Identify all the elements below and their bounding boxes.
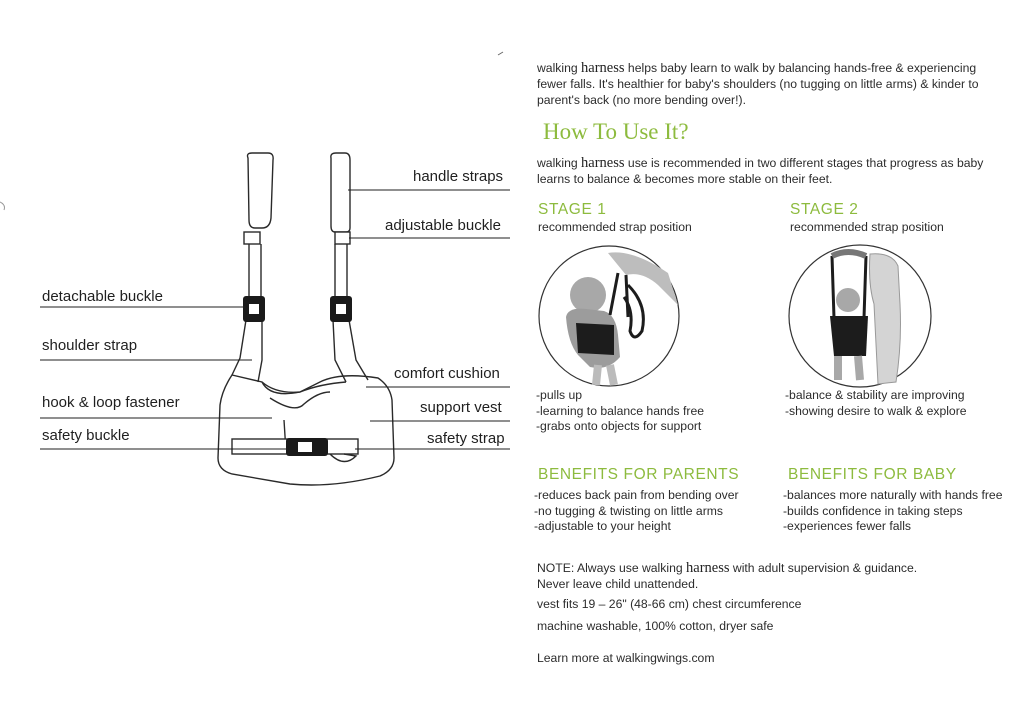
stage2-bullet: -showing desire to walk & explore xyxy=(785,403,967,418)
stage2-title: STAGE 2 xyxy=(790,201,859,218)
note-rest: with adult supervision & guidance. xyxy=(729,561,918,575)
stage1-subtitle: recommended strap position xyxy=(538,220,692,234)
label-safety-strap: safety strap xyxy=(427,430,505,447)
note-prefix: NOTE: Always use walking xyxy=(537,561,687,575)
stage1-illustration xyxy=(538,245,680,387)
benefits-parents-bullets: -reduces back pain from bending over -no… xyxy=(534,488,739,535)
right-shoulder-strap xyxy=(332,319,369,383)
benefits-parents-bullet: -reduces back pain from bending over xyxy=(534,488,739,502)
stage1-bullet: -learning to balance hands free xyxy=(536,403,705,418)
note-brand-word: harness xyxy=(686,560,730,576)
stage2-bullet: -balance & stability are improving xyxy=(785,388,965,402)
stage1-title: STAGE 1 xyxy=(538,201,607,218)
stage1-bullet: -pulls up xyxy=(536,388,583,402)
spec-care: machine washable, 100% cotton, dryer saf… xyxy=(537,619,774,633)
stage1-bullet: -grabs onto objects for support xyxy=(536,419,702,433)
benefits-parents-bullet: -adjustable to your height xyxy=(534,519,671,533)
detachable-buckles xyxy=(243,296,352,456)
intro-line3: parent's back (no more bending over!). xyxy=(537,93,746,107)
intro-paragraph: walking harness helps baby learn to walk… xyxy=(537,60,1007,108)
label-detachable-buckle: detachable buckle xyxy=(42,288,163,305)
intro-brand-prefix: walking xyxy=(537,61,578,75)
left-handle-strap xyxy=(246,152,274,229)
how-to-paragraph: walking harness use is recommended in tw… xyxy=(537,155,1007,187)
benefits-baby-bullet: -experiences fewer falls xyxy=(783,519,912,533)
benefits-baby-title: BENEFITS FOR BABY xyxy=(788,466,957,483)
label-comfort-cushion: comfort cushion xyxy=(394,365,500,382)
stage2-bullets: -balance & stability are improving -show… xyxy=(785,388,967,419)
label-hook-loop-fastener: hook & loop fastener xyxy=(42,394,180,411)
support-vest xyxy=(217,374,395,486)
how-to-line2: learns to balance & becomes more stable … xyxy=(537,172,833,186)
comfort-cushion xyxy=(261,381,347,395)
left-adjustable-buckle xyxy=(243,231,261,245)
harness-diagram xyxy=(0,51,510,486)
left-shoulder-strap xyxy=(231,319,263,383)
label-adjustable-buckle: adjustable buckle xyxy=(385,217,501,234)
label-handle-straps: handle straps xyxy=(413,168,504,185)
how-to-line1: use is recommended in two different stag… xyxy=(624,156,984,170)
benefits-parents-title: BENEFITS FOR PARENTS xyxy=(538,466,740,483)
label-shoulder-strap: shoulder strap xyxy=(42,337,138,354)
spec-fit: vest fits 19 – 26" (48-66 cm) chest circ… xyxy=(537,597,802,611)
benefits-parents-bullet: -no tugging & twisting on little arms xyxy=(534,503,723,518)
right-adjustable-buckle xyxy=(334,231,351,245)
benefits-baby-bullet: -builds confidence in taking steps xyxy=(783,503,963,518)
stage2-subtitle: recommended strap position xyxy=(790,220,944,234)
intro-brand-word: harness xyxy=(581,60,625,76)
learn-more-link[interactable]: Learn more at walkingwings.com xyxy=(537,651,715,665)
stage2-illustration xyxy=(788,244,932,388)
note-block: NOTE: Always use walking harness with ad… xyxy=(537,560,917,592)
note-line2: Never leave child unattended. xyxy=(537,577,699,591)
benefits-baby-bullet: -balances more naturally with hands free xyxy=(783,488,1003,502)
stage1-bullets: -pulls up -learning to balance hands fre… xyxy=(536,388,704,435)
label-support-vest: support vest xyxy=(420,399,502,416)
right-handle-strap xyxy=(330,152,351,233)
how-to-brand-prefix: walking xyxy=(537,156,578,170)
benefits-baby-bullets: -balances more naturally with hands free… xyxy=(783,488,1003,535)
intro-line2: fewer falls. It's healthier for baby's s… xyxy=(537,77,979,91)
label-safety-buckle: safety buckle xyxy=(42,427,130,444)
how-to-brand-word: harness xyxy=(581,155,625,171)
intro-line1: helps baby learn to walk by balancing ha… xyxy=(624,61,977,75)
how-to-heading: How To Use It? xyxy=(543,119,689,144)
